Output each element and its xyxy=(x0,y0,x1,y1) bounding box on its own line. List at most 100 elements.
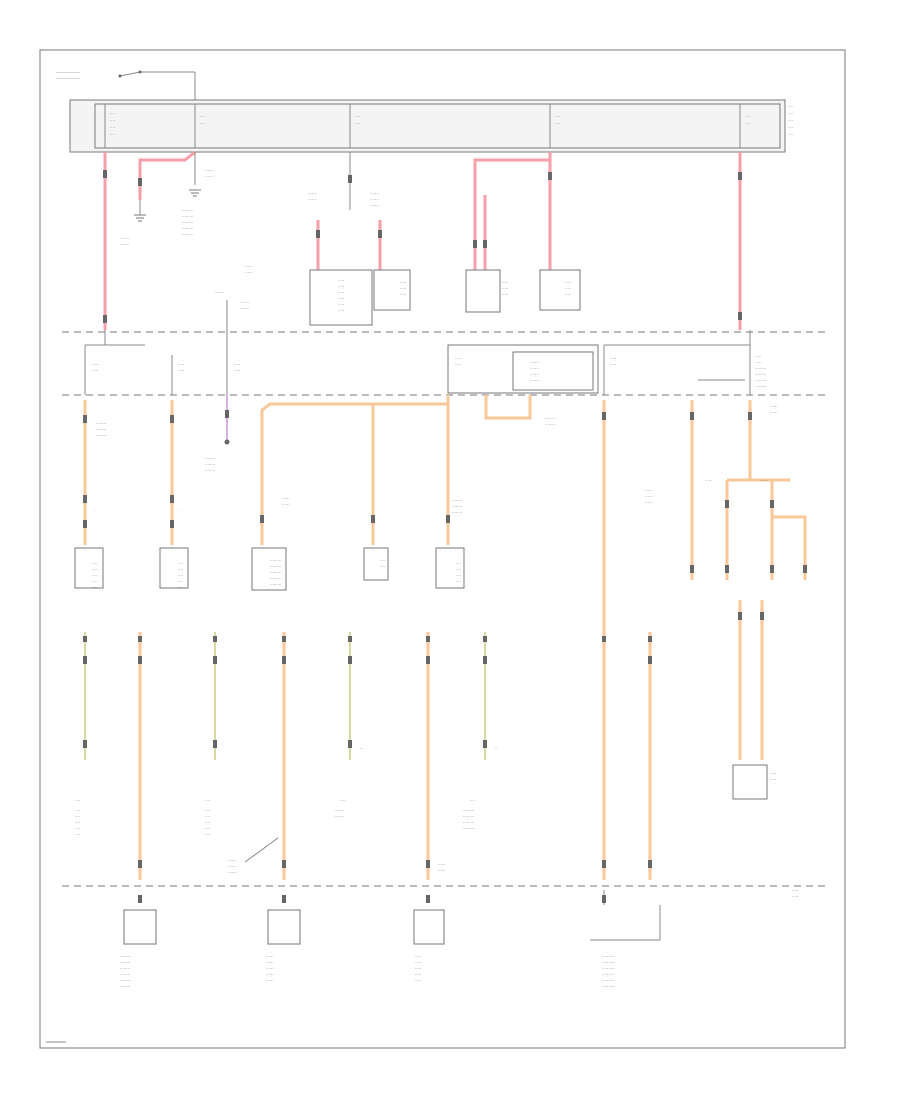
svg-text:··········: ·········· xyxy=(602,966,615,971)
svg-text:····: ···· xyxy=(380,564,385,569)
svg-text:·······: ······· xyxy=(335,814,344,819)
svg-text:··: ·· xyxy=(360,746,363,751)
bottom-area-labels: ········································… xyxy=(120,954,615,989)
svg-text:··: ·· xyxy=(495,746,498,751)
svg-text:·····: ····· xyxy=(502,292,508,297)
svg-text:·····: ····· xyxy=(415,978,421,983)
svg-text:——————: —————— xyxy=(56,70,80,75)
svg-text:····: ···· xyxy=(92,561,97,566)
svg-text:····: ···· xyxy=(456,579,461,584)
svg-text:····: ···· xyxy=(205,798,210,803)
svg-text:····: ···· xyxy=(555,121,560,126)
svg-text:······: ······ xyxy=(245,264,253,269)
svg-text:········: ········ xyxy=(545,422,555,427)
svg-text:·····: ····· xyxy=(400,292,406,297)
svg-text:·····: ····· xyxy=(502,286,508,291)
svg-text:····: ···· xyxy=(788,125,793,130)
svg-text:·····: ····· xyxy=(455,362,461,367)
ground-symbols-top xyxy=(134,189,201,222)
svg-text:····: ···· xyxy=(200,114,205,119)
svg-text:····: ···· xyxy=(205,826,210,831)
svg-text:·······: ······· xyxy=(228,864,237,869)
svg-text:·····: ····· xyxy=(455,356,461,361)
svg-text:·······: ······· xyxy=(205,174,214,179)
svg-text:·····: ····· xyxy=(400,286,406,291)
top-area-labels: ·············· ·························… xyxy=(120,168,571,313)
svg-text:······: ······ xyxy=(266,972,274,977)
svg-text:·········: ········· xyxy=(463,826,474,831)
svg-text:········: ········ xyxy=(452,498,462,503)
svg-text:····: ···· xyxy=(92,567,97,572)
svg-text:········: ········ xyxy=(96,421,106,426)
svg-text:·····: ····· xyxy=(502,280,508,285)
svg-text:········: ········ xyxy=(120,954,130,959)
svg-text:·······: ······· xyxy=(530,378,539,383)
svg-text:·········: ········· xyxy=(270,570,281,575)
svg-text:····: ···· xyxy=(75,832,80,837)
svg-text:·········: ········· xyxy=(270,576,281,581)
svg-text:·····: ····· xyxy=(755,354,761,359)
svg-text:··········: ·········· xyxy=(602,960,615,965)
svg-text:··········: ·········· xyxy=(602,984,615,989)
svg-text:·······: ······· xyxy=(335,808,344,813)
svg-text:······: ······ xyxy=(266,960,274,965)
svg-text:·····: ····· xyxy=(770,771,776,776)
svg-text:·····: ····· xyxy=(178,368,184,373)
svg-text:····: ···· xyxy=(380,558,385,563)
svg-text:·······: ······· xyxy=(120,236,129,241)
lower-wires xyxy=(84,632,652,880)
svg-text:·····: ····· xyxy=(415,960,421,965)
svg-text:·: · xyxy=(94,508,95,513)
svg-text:······: ······ xyxy=(245,270,253,275)
svg-text:·······: ······· xyxy=(120,242,129,247)
svg-text:······: ······ xyxy=(282,496,290,501)
svg-text:····: ···· xyxy=(75,820,80,825)
bottom-components xyxy=(123,890,661,945)
svg-text:······: ······ xyxy=(760,478,768,483)
svg-text:·····: ····· xyxy=(792,894,798,899)
svg-text:·····: ····· xyxy=(792,888,798,893)
lower-area-labels: ························ ···············… xyxy=(75,508,798,899)
svg-text:·······: ······· xyxy=(370,197,379,202)
red-wires-top xyxy=(103,150,742,330)
svg-text:········: ········ xyxy=(96,427,106,432)
top-fuse-block: ···· ···· ···· ···· ···· ···· ···· ···· ···· ·… xyxy=(69,99,793,153)
svg-text:········: ········ xyxy=(545,416,555,421)
svg-text:·····: ····· xyxy=(178,362,184,367)
svg-text:········: ········ xyxy=(120,984,130,989)
svg-text:·········: ········· xyxy=(182,214,193,219)
svg-text:········: ········ xyxy=(96,433,106,438)
svg-text:····: ···· xyxy=(555,114,560,119)
svg-text:······: ······ xyxy=(770,404,778,409)
svg-text:·····: ····· xyxy=(565,286,571,291)
svg-text:··········: ·········· xyxy=(602,978,615,983)
svg-text:·········: ········· xyxy=(755,366,766,371)
svg-text:····: ···· xyxy=(788,104,793,109)
svg-text:·········: ········· xyxy=(182,208,193,213)
svg-text:·········: ········· xyxy=(463,820,474,825)
ignition-switch: —————— —————— xyxy=(56,70,196,100)
svg-text:·····: ····· xyxy=(92,362,98,367)
svg-text:········: ········ xyxy=(205,468,215,473)
svg-text:······: ······ xyxy=(266,966,274,971)
svg-text:·········: ········· xyxy=(755,372,766,377)
svg-text:····: ···· xyxy=(178,573,183,578)
svg-text:·····: ····· xyxy=(234,368,240,373)
svg-text:·····: ····· xyxy=(400,280,406,285)
svg-text:····: ···· xyxy=(745,121,750,126)
svg-text:····: ···· xyxy=(110,118,115,123)
svg-text:·····: ····· xyxy=(770,777,776,782)
svg-text:····: ···· xyxy=(75,798,80,803)
svg-text:····: ···· xyxy=(200,121,205,126)
svg-text:·····: ····· xyxy=(338,308,344,313)
svg-text:····: ···· xyxy=(788,111,793,116)
svg-text:····: ···· xyxy=(470,798,475,803)
svg-text:·····: ····· xyxy=(338,290,344,295)
svg-text:····: ···· xyxy=(110,111,115,116)
middle-connectors xyxy=(83,410,807,620)
svg-text:········: ········ xyxy=(120,978,130,983)
svg-text:·····: ····· xyxy=(415,972,421,977)
svg-text:····: ···· xyxy=(456,567,461,572)
svg-text:····: ···· xyxy=(178,567,183,572)
svg-text:····: ···· xyxy=(178,561,183,566)
